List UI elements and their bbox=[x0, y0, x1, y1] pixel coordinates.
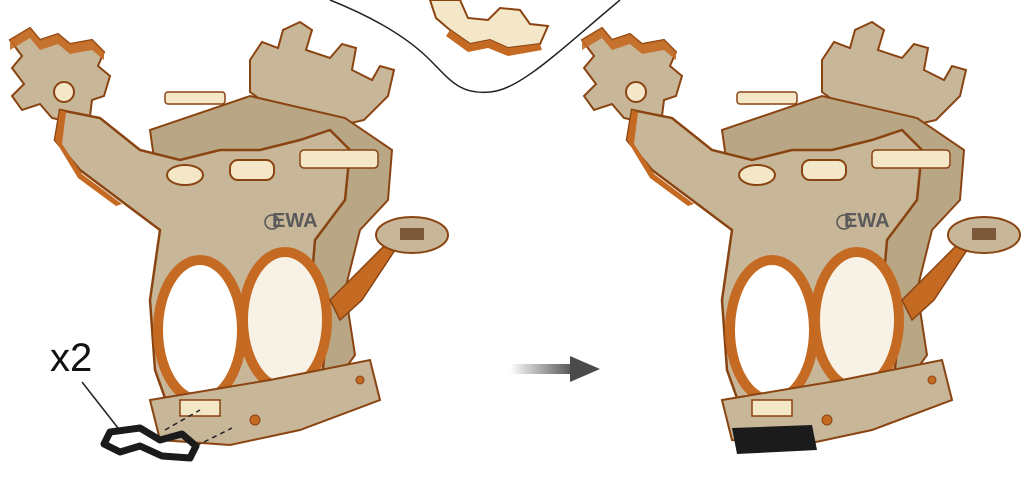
model-after: EWA bbox=[582, 22, 1020, 454]
brand-mark-right: EWA bbox=[844, 210, 890, 232]
right-arrow-icon bbox=[510, 356, 600, 382]
quantity-label: x2 bbox=[50, 338, 92, 378]
brand-mark-left: EWA bbox=[272, 210, 318, 232]
quantity-leader-line bbox=[82, 382, 118, 428]
inset-part-fragment bbox=[430, 0, 548, 56]
model-before: EWA bbox=[10, 22, 448, 445]
